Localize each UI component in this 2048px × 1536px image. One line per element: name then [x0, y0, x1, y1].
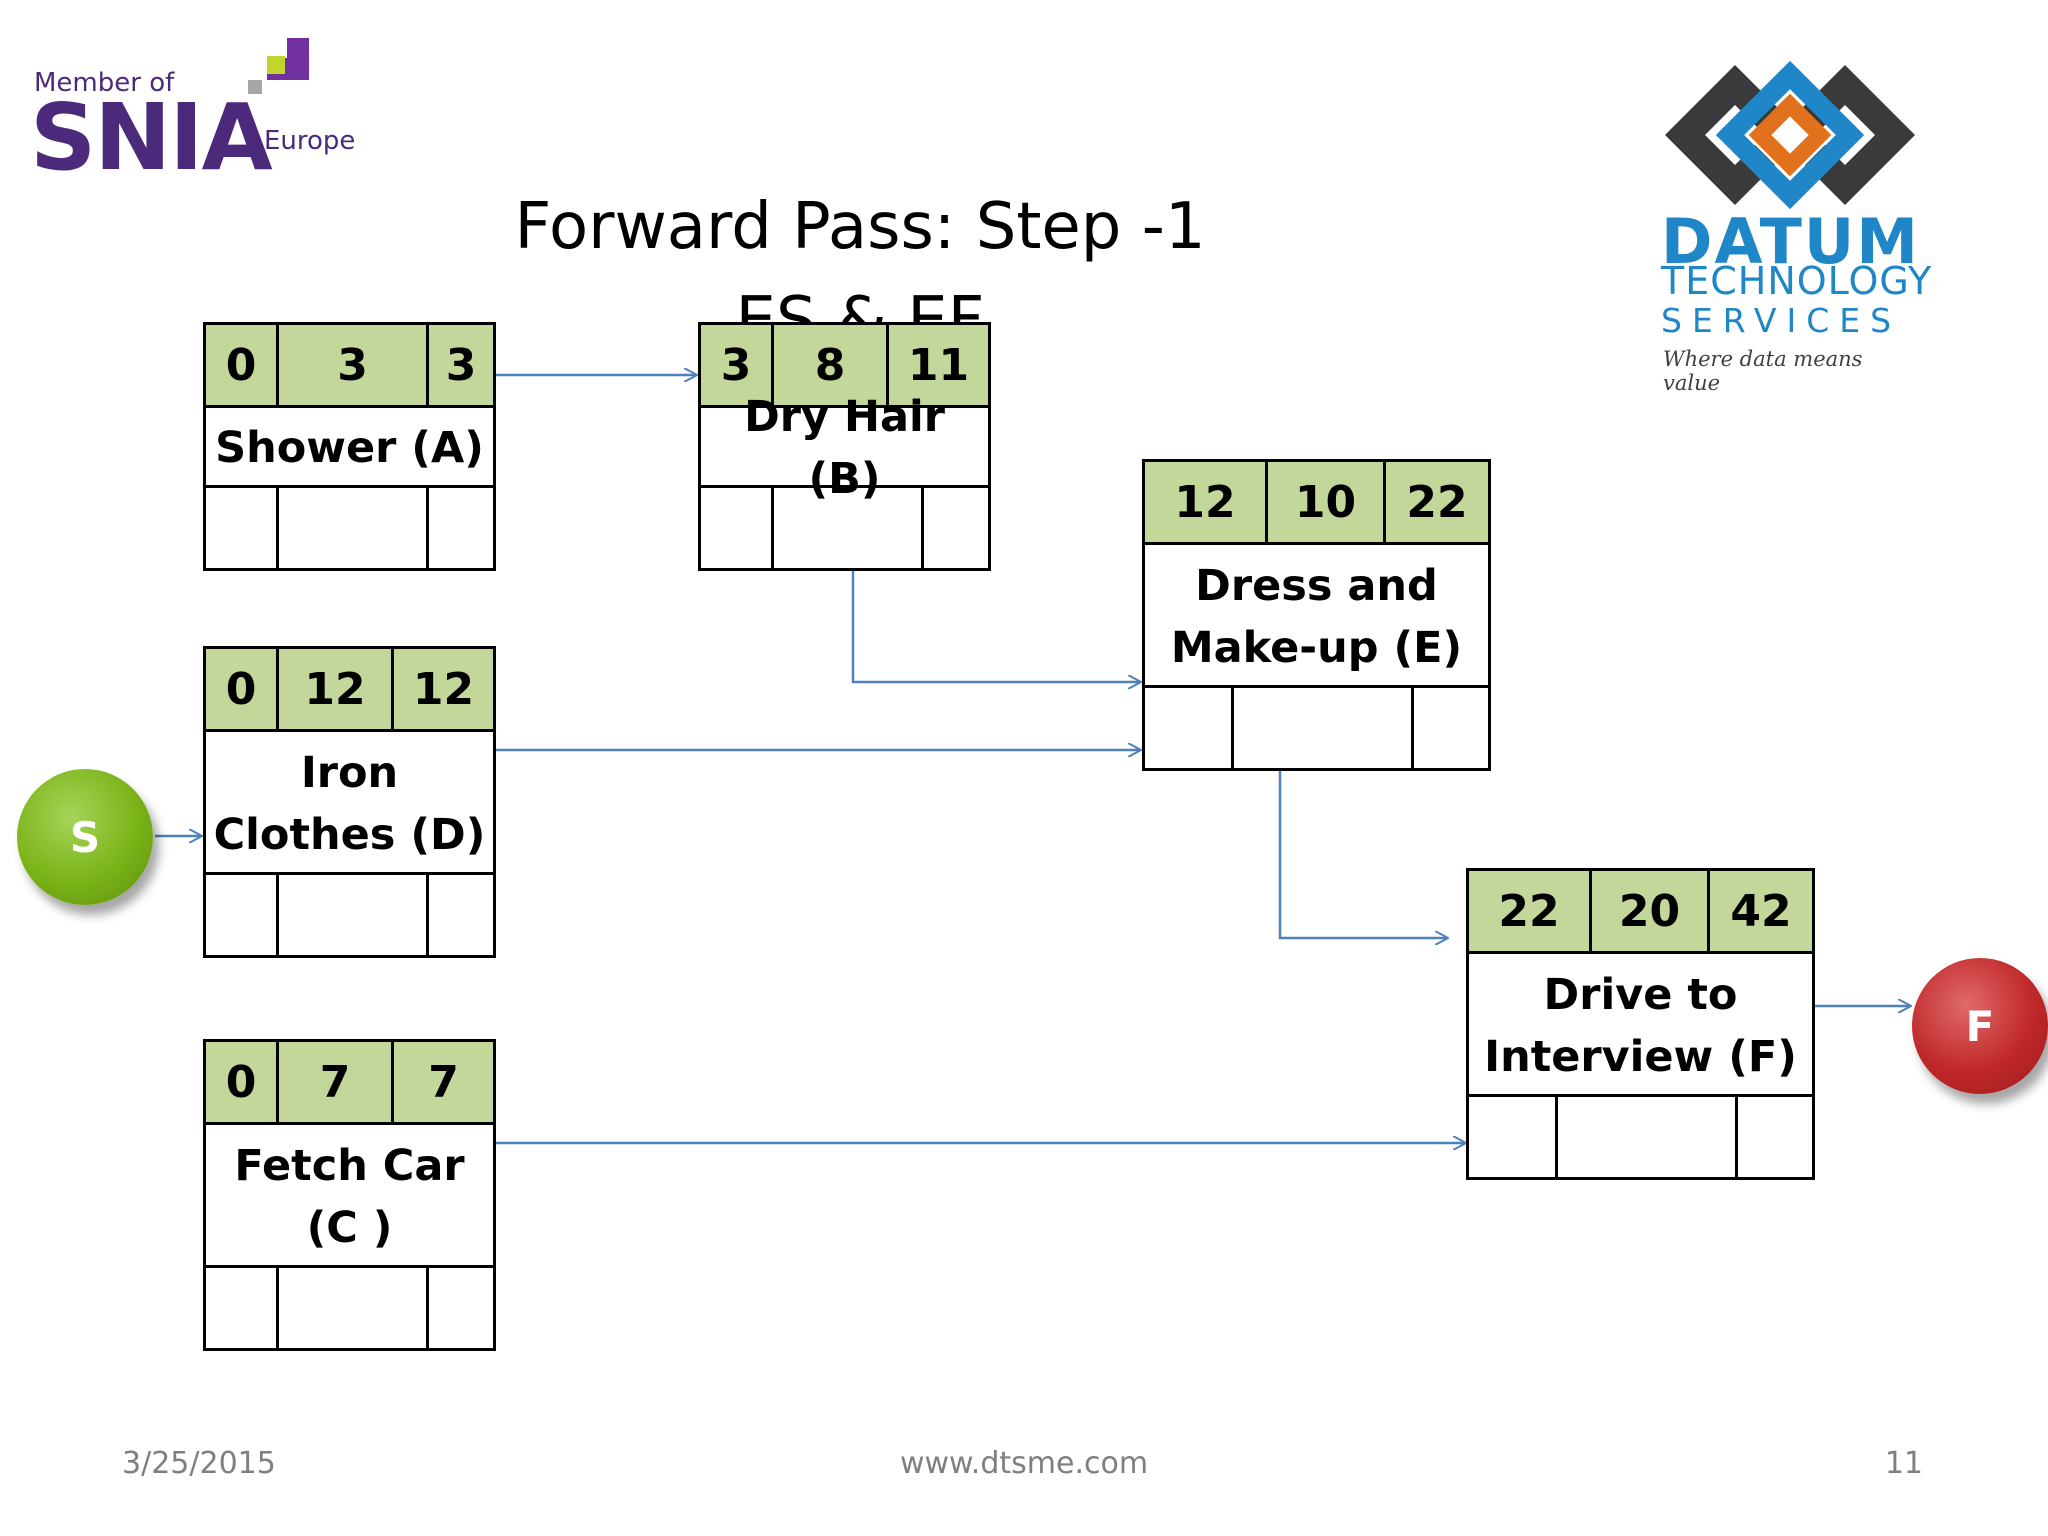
node-c-ef: 7	[391, 1042, 493, 1122]
activity-node-f: 22 20 42 Drive to Interview (F)	[1466, 868, 1815, 1180]
node-b-ls	[701, 488, 771, 568]
node-e-ef: 22	[1383, 462, 1488, 542]
footer-page-number: 11	[1884, 1446, 1923, 1481]
node-b-slack	[771, 488, 921, 568]
node-d-slack	[276, 875, 426, 955]
node-c-label-line2: (C )	[306, 1202, 393, 1253]
datum-logo: DATUM TECHNOLOGY SERVICES Where data mea…	[1655, 55, 1931, 395]
datum-name: DATUM	[1661, 205, 1920, 278]
node-c-lf	[426, 1268, 493, 1348]
snia-member-of: Member of	[34, 68, 175, 98]
node-d-label-line1: Iron	[300, 747, 399, 798]
start-node: S	[17, 769, 153, 905]
node-d-es: 0	[225, 663, 257, 715]
snia-logo-mark	[248, 38, 309, 94]
arrow-e-to-f	[1278, 770, 1447, 938]
node-c-label: Fetch Car (C )	[206, 1125, 493, 1268]
node-d-lf	[426, 875, 493, 955]
node-d-ls	[206, 875, 276, 955]
node-e-label-line1: Dress and	[1195, 560, 1438, 611]
finish-node: F	[1912, 958, 2048, 1094]
node-b-lf	[921, 488, 988, 568]
node-b-ef: 11	[886, 325, 988, 405]
node-a-label: Shower (A)	[215, 423, 484, 473]
node-d-label-line2: Clothes (D)	[213, 809, 486, 860]
arrow-b-to-e	[851, 563, 1140, 682]
node-d-label: Iron Clothes (D)	[206, 732, 493, 875]
slide-title-line1: Forward Pass: Step -1	[514, 190, 1206, 264]
node-f-ls	[1469, 1097, 1555, 1177]
datum-logo-mark	[1665, 60, 1915, 210]
activity-node-e: 12 10 22 Dress and Make-up (E)	[1142, 459, 1491, 771]
node-f-es: 22	[1498, 885, 1560, 937]
node-a-slack	[276, 488, 426, 568]
node-f-label: Drive to Interview (F)	[1469, 954, 1812, 1097]
activity-node-a: 0 3 3 Shower (A)	[203, 322, 496, 571]
node-a-duration: 3	[276, 325, 426, 405]
activity-node-d: 0 12 12 Iron Clothes (D)	[203, 646, 496, 958]
node-c-duration: 7	[276, 1042, 391, 1122]
node-b-duration: 8	[771, 325, 886, 405]
node-f-label-line1: Drive to	[1543, 969, 1738, 1020]
activity-node-b: 3 8 11 Dry Hair (B)	[698, 322, 991, 571]
node-f-label-line2: Interview (F)	[1484, 1031, 1797, 1082]
node-a-ls	[206, 488, 276, 568]
activity-node-c: 0 7 7 Fetch Car (C )	[203, 1039, 496, 1351]
snia-logo: Member of SNIA Europe	[30, 30, 355, 191]
footer-url[interactable]: www.dtsme.com	[899, 1446, 1149, 1481]
node-f-lf	[1735, 1097, 1812, 1177]
start-node-label: S	[69, 812, 101, 862]
node-e-ls	[1145, 688, 1231, 768]
node-c-label-line1: Fetch Car	[234, 1140, 465, 1191]
node-a-lf	[426, 488, 493, 568]
datum-tagline: Where data means value	[1663, 347, 1863, 395]
node-e-lf	[1411, 688, 1488, 768]
node-b-label: Dry Hair (B)	[744, 392, 945, 504]
snia-region: Europe	[264, 126, 356, 156]
node-b-es: 3	[720, 339, 752, 391]
node-a-ef: 3	[426, 325, 493, 405]
node-e-es: 12	[1174, 476, 1236, 528]
node-f-ef: 42	[1707, 871, 1812, 951]
node-f-slack	[1555, 1097, 1735, 1177]
node-e-slack	[1231, 688, 1411, 768]
datum-technology: TECHNOLOGY	[1661, 259, 1933, 303]
node-f-duration: 20	[1589, 871, 1707, 951]
node-c-ls	[206, 1268, 276, 1348]
node-d-ef: 12	[391, 649, 493, 729]
datum-services: SERVICES	[1661, 301, 1902, 340]
node-e-label: Dress and Make-up (E)	[1145, 545, 1488, 688]
snia-name: SNIA	[30, 84, 273, 191]
node-c-slack	[276, 1268, 426, 1348]
footer-date: 3/25/2015	[122, 1446, 276, 1481]
node-e-duration: 10	[1265, 462, 1383, 542]
node-d-duration: 12	[276, 649, 391, 729]
finish-node-label: F	[1965, 1001, 1995, 1051]
node-e-label-line2: Make-up (E)	[1170, 622, 1463, 673]
node-c-es: 0	[225, 1056, 257, 1108]
node-a-es: 0	[225, 339, 257, 391]
